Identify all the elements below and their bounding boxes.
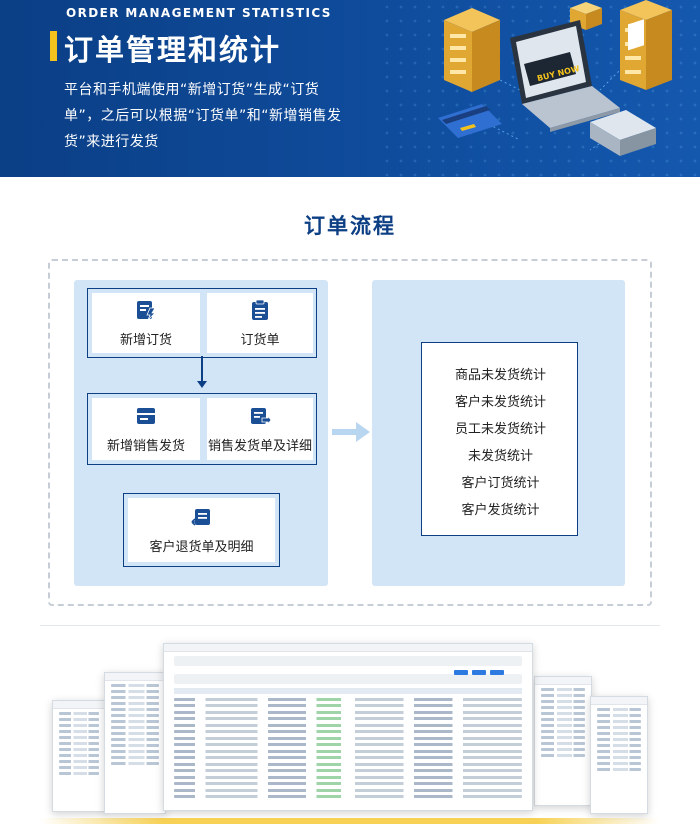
flow-box-return-order: 客户退货单及明细 [128, 498, 275, 562]
page-title: 订单管理和统计 [64, 33, 282, 67]
bottom-accent-strip [40, 818, 660, 824]
stat-item: 客户发货统计 [461, 503, 540, 518]
screenshot-thumb [534, 676, 592, 806]
flow-box-label: 销售发货单及详细 [207, 438, 312, 454]
clipboard-icon [252, 299, 268, 320]
flow-box-label: 客户退货单及明细 [149, 539, 254, 555]
delivery-detail-icon [251, 407, 271, 425]
sales-delivery-icon [137, 407, 155, 424]
flow-arrow-right [332, 422, 370, 442]
screenshot-thumb [52, 700, 106, 812]
return-order-icon [190, 508, 210, 526]
screenshot-thumb [104, 672, 166, 814]
statistics-list-box: 商品未发货统计 客户未发货统计 员工未发货统计 未发货统计 客户订货统计 客户发… [421, 342, 578, 536]
flow-dashed-frame [48, 259, 652, 606]
flow-box-delivery-detail: 销售发货单及详细 [207, 398, 313, 460]
header-description: 平台和手机端使用“新增订货”生成“订货单”，之后可以根据“订货单”和“新增销售发… [64, 82, 342, 150]
stat-item: 商品未发货统计 [454, 368, 546, 383]
delivery-group-outline [87, 393, 317, 465]
screenshot-thumb [590, 696, 648, 814]
flow-box-label: 订货单 [240, 332, 280, 348]
section-divider [40, 625, 660, 626]
stat-item: 客户未发货统计 [454, 395, 546, 410]
ecommerce-illustration: BUY NOW [438, 0, 672, 156]
stat-item: 客户订货统计 [461, 476, 540, 491]
stat-item: 未发货统计 [467, 449, 533, 464]
main-screenshot [163, 643, 533, 811]
stat-item: 员工未发货统计 [454, 422, 546, 437]
return-group-outline [123, 493, 280, 567]
flow-box-new-sales-delivery: 新增销售发货 [92, 398, 200, 460]
flow-arrow-down [197, 356, 207, 388]
flow-box-label: 新增销售发货 [106, 438, 185, 454]
new-order-icon [137, 300, 156, 320]
title-accent-bar [50, 31, 57, 61]
flow-box-order-list: 订货单 [207, 293, 313, 353]
flow-title: 订单流程 [304, 214, 396, 238]
flow-box-label: 新增订货 [119, 332, 172, 348]
subtitle-en: ORDER MANAGEMENT STATISTICS [66, 6, 332, 20]
header-banner: ORDER MANAGEMENT STATISTICS 订单管理和统计 平台和手… [0, 0, 700, 177]
flow-box-new-order: 新增订货 [92, 293, 200, 353]
